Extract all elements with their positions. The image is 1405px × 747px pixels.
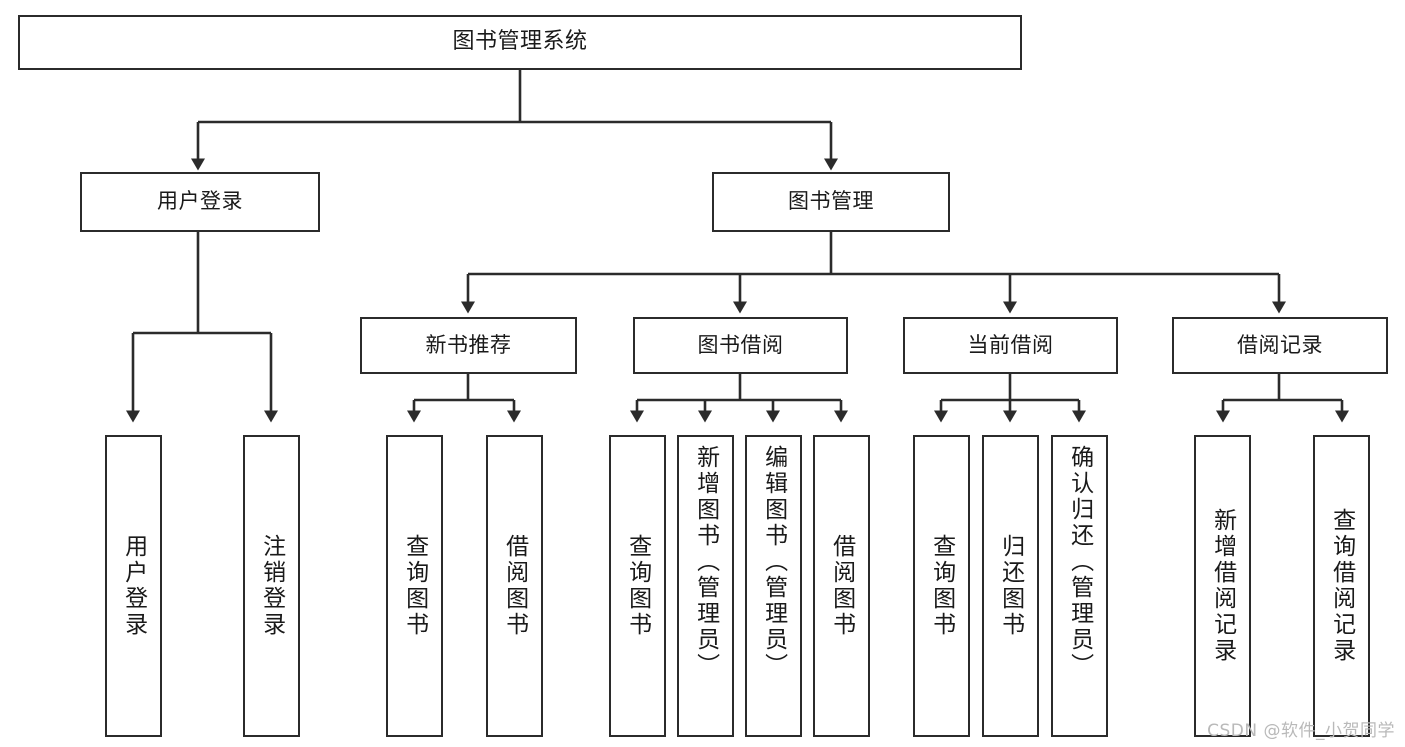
leaf-confirm-return[interactable]: 确认归还（管理员） [1051, 435, 1108, 737]
node-root-label: 图书管理系统 [452, 29, 588, 55]
leaf-borrow-book-1[interactable]: 借阅图书 [486, 435, 543, 737]
leaf-query-record[interactable]: 查询借阅记录 [1313, 435, 1370, 737]
leaf-return-book[interactable]: 归还图书 [982, 435, 1039, 737]
leaf-user-login[interactable]: 用户登录 [105, 435, 162, 737]
node-current-borrow[interactable]: 当前借阅 [903, 317, 1118, 374]
node-user-login-label: 用户登录 [157, 189, 243, 214]
node-book-manage-label: 图书管理 [788, 189, 874, 214]
leaf-query-book-1-label: 查询图书 [401, 534, 428, 638]
node-root[interactable]: 图书管理系统 [18, 15, 1022, 70]
leaf-add-record[interactable]: 新增借阅记录 [1194, 435, 1251, 737]
leaf-confirm-return-label: 确认归还（管理员） [1066, 445, 1093, 679]
leaf-add-book[interactable]: 新增图书（管理员） [677, 435, 734, 737]
node-book-manage[interactable]: 图书管理 [712, 172, 950, 232]
leaf-query-book-1[interactable]: 查询图书 [386, 435, 443, 737]
leaf-edit-book-label: 编辑图书（管理员） [760, 445, 787, 679]
watermark: CSDN @软件_小贺同学 [1207, 721, 1395, 741]
leaf-borrow-book-1-label: 借阅图书 [501, 534, 528, 638]
leaf-query-book-2[interactable]: 查询图书 [609, 435, 666, 737]
node-new-book-recommend[interactable]: 新书推荐 [360, 317, 577, 374]
leaf-user-logout-label: 注销登录 [258, 534, 285, 638]
leaf-return-book-label: 归还图书 [997, 534, 1024, 638]
leaf-user-login-label: 用户登录 [120, 534, 147, 638]
node-book-borrow-label: 图书借阅 [697, 332, 784, 357]
leaf-edit-book[interactable]: 编辑图书（管理员） [745, 435, 802, 737]
node-borrow-record-label: 借阅记录 [1237, 332, 1323, 357]
node-user-login[interactable]: 用户登录 [80, 172, 320, 232]
leaf-query-record-label: 查询借阅记录 [1328, 508, 1355, 664]
leaf-query-book-2-label: 查询图书 [624, 534, 651, 638]
leaf-query-book-3[interactable]: 查询图书 [913, 435, 970, 737]
leaf-query-book-3-label: 查询图书 [928, 534, 955, 638]
leaf-borrow-book-2-label: 借阅图书 [828, 534, 855, 638]
leaf-add-record-label: 新增借阅记录 [1209, 508, 1236, 664]
leaf-user-logout[interactable]: 注销登录 [243, 435, 300, 737]
node-new-book-recommend-label: 新书推荐 [425, 332, 512, 357]
node-current-borrow-label: 当前借阅 [967, 332, 1054, 357]
node-borrow-record[interactable]: 借阅记录 [1172, 317, 1388, 374]
leaf-borrow-book-2[interactable]: 借阅图书 [813, 435, 870, 737]
node-book-borrow[interactable]: 图书借阅 [633, 317, 848, 374]
leaf-add-book-label: 新增图书（管理员） [692, 445, 719, 679]
